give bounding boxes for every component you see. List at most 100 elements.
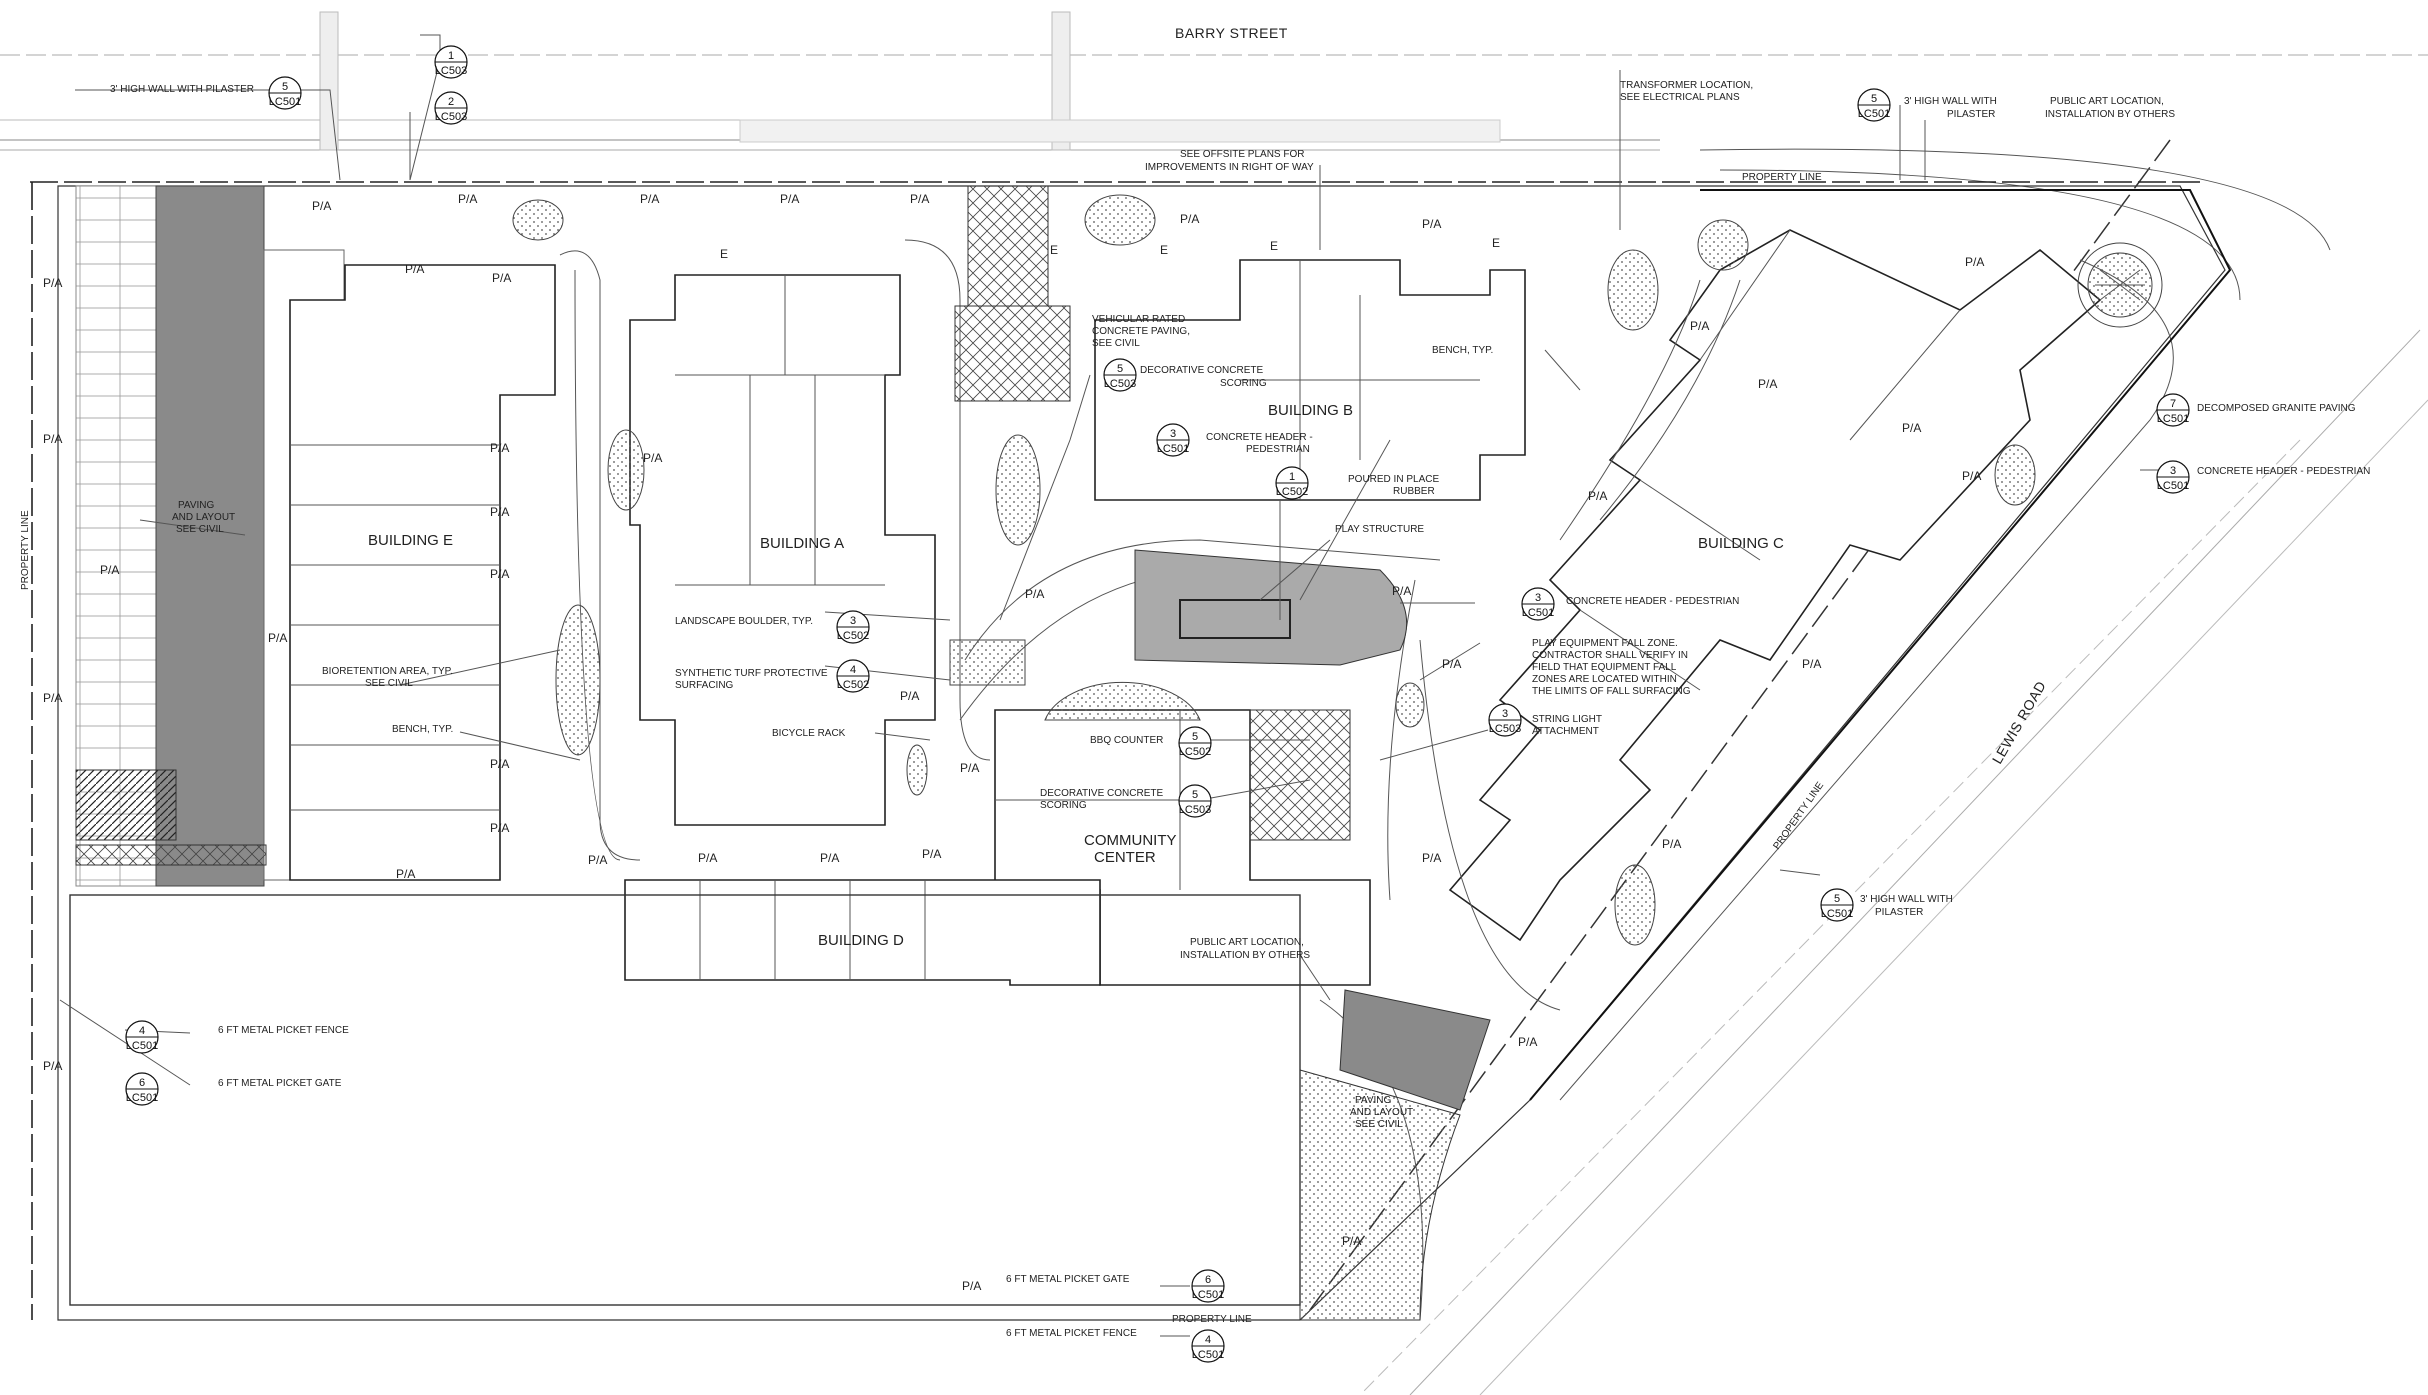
svg-text:STRING LIGHT: STRING LIGHT	[1532, 714, 1602, 725]
planting-area-labels: P/A P/A P/A P/A P/A P/A P/A P/A P/A P/A …	[43, 192, 1984, 1293]
callout-num: 5	[1192, 789, 1198, 801]
pa-label: P/A	[1962, 469, 1981, 483]
pa-label: P/A	[960, 761, 979, 775]
paving-south-area	[1299, 1069, 1461, 1321]
street-barry: BARRY STREET	[1175, 25, 1288, 41]
pa-label: P/A	[43, 276, 62, 290]
svg-text:PLAY EQUIPMENT FALL ZONE.: PLAY EQUIPMENT FALL ZONE.	[1532, 638, 1678, 649]
callout-num: 3	[1502, 708, 1508, 720]
annotation-notes: 3' HIGH WALL WITH PILASTER TRANSFORMER L…	[110, 80, 2370, 1339]
svg-text:DECORATIVE CONCRETE: DECORATIVE CONCRETE	[1140, 365, 1263, 376]
building-b-label: BUILDING B	[1268, 402, 1353, 419]
pa-label: P/A	[1690, 319, 1709, 333]
pa-label: P/A	[900, 689, 919, 703]
svg-text:SURFACING: SURFACING	[675, 680, 734, 691]
pa-label: P/A	[43, 432, 62, 446]
svg-text:6 FT METAL PICKET GATE: 6 FT METAL PICKET GATE	[218, 1078, 342, 1089]
pa-label: P/A	[820, 851, 839, 865]
svg-text:SYNTHETIC TURF PROTECTIVE: SYNTHETIC TURF PROTECTIVE	[675, 668, 828, 679]
svg-text:DECOMPOSED GRANITE PAVING: DECOMPOSED GRANITE PAVING	[2197, 403, 2356, 414]
svg-text:PAVING: PAVING	[178, 500, 215, 511]
pa-label: P/A	[268, 631, 287, 645]
pa-label: P/A	[588, 853, 607, 867]
pa-label: P/A	[1392, 584, 1411, 598]
callout-sheet: LC503	[1179, 804, 1211, 816]
easement-labels: E E E E E	[720, 236, 1500, 261]
svg-text:AND LAYOUT: AND LAYOUT	[1350, 1107, 1413, 1118]
svg-text:AND LAYOUT: AND LAYOUT	[172, 512, 235, 523]
svg-text:SEE CIVIL: SEE CIVIL	[365, 678, 413, 689]
svg-text:PUBLIC ART LOCATION,: PUBLIC ART LOCATION,	[2050, 96, 2164, 107]
svg-text:BICYCLE RACK: BICYCLE RACK	[772, 728, 846, 739]
pa-label: P/A	[698, 851, 717, 865]
pa-label: P/A	[1588, 489, 1607, 503]
svg-text:3' HIGH WALL WITH: 3' HIGH WALL WITH	[1860, 894, 1953, 905]
pa-label: P/A	[1965, 255, 1984, 269]
callout-num: 4	[1205, 1334, 1211, 1346]
pa-label: P/A	[490, 567, 509, 581]
callout-num: 6	[139, 1077, 145, 1089]
svg-text:SEE CIVIL: SEE CIVIL	[1092, 338, 1140, 349]
callout-sheet: LC501	[1192, 1289, 1224, 1301]
callout-num: 3	[1170, 428, 1176, 440]
bbq-area	[1249, 709, 1351, 841]
callout-sheet: LC501	[2157, 480, 2189, 492]
pa-label: P/A	[100, 563, 119, 577]
easement-label: E	[1270, 239, 1278, 253]
pa-label: P/A	[910, 192, 929, 206]
building-c-outline	[1448, 229, 2102, 942]
callout-num: 3	[1535, 592, 1541, 604]
svg-text:SEE CIVIL: SEE CIVIL	[1355, 1119, 1403, 1130]
svg-text:PILASTER: PILASTER	[1875, 907, 1923, 918]
pa-label: P/A	[1518, 1035, 1537, 1049]
svg-text:CONCRETE PAVING,: CONCRETE PAVING,	[1092, 326, 1190, 337]
callout-num: 5	[1871, 93, 1877, 105]
callout-sheet: LC501	[1522, 607, 1554, 619]
pa-label: P/A	[1422, 851, 1441, 865]
pa-label: P/A	[1025, 587, 1044, 601]
callout-sheet: LC501	[1821, 908, 1853, 920]
property-line-label-north: PROPERTY LINE	[1742, 172, 1822, 183]
pa-label: P/A	[1662, 837, 1681, 851]
callout-sheet: LC501	[1157, 443, 1189, 455]
seatwall-dark	[1339, 989, 1491, 1111]
svg-text:BENCH, TYP.: BENCH, TYP.	[1432, 345, 1493, 356]
callout-sheet: LC502	[1276, 486, 1308, 498]
property-line-label-south: PROPERTY LINE	[1172, 1314, 1252, 1325]
svg-text:SCORING: SCORING	[1040, 800, 1087, 811]
easement-label: E	[1160, 243, 1168, 257]
svg-text:CONCRETE HEADER - PEDESTRIAN: CONCRETE HEADER - PEDESTRIAN	[2197, 466, 2370, 477]
public-art-ne	[2077, 242, 2163, 328]
pa-label: P/A	[1180, 212, 1199, 226]
vehicular-paving	[967, 185, 1049, 307]
pa-label: P/A	[1422, 217, 1441, 231]
callout-num: 5	[1117, 363, 1123, 375]
callout-num: 1	[1289, 471, 1295, 483]
pa-label: P/A	[490, 505, 509, 519]
callout-sheet: LC501	[269, 96, 301, 108]
property-line-label-west: PROPERTY LINE	[20, 510, 31, 590]
svg-text:SEE ELECTRICAL PLANS: SEE ELECTRICAL PLANS	[1620, 92, 1740, 103]
pa-label: P/A	[962, 1279, 981, 1293]
callout-sheet: LC501	[1858, 108, 1890, 120]
callout-sheet: LC501	[2157, 413, 2189, 425]
pa-label: P/A	[922, 847, 941, 861]
callout-num: 7	[2170, 398, 2176, 410]
pa-label: P/A	[1442, 657, 1461, 671]
community-center-label-1: COMMUNITY	[1084, 832, 1177, 849]
svg-text:PEDESTRIAN: PEDESTRIAN	[1246, 444, 1310, 455]
svg-text:DECORATIVE CONCRETE: DECORATIVE CONCRETE	[1040, 788, 1163, 799]
pa-label: P/A	[780, 192, 799, 206]
ne-wall	[1529, 189, 2232, 1101]
